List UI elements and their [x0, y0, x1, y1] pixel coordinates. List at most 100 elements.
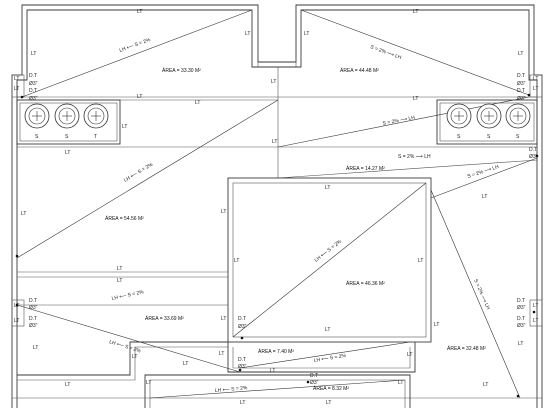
lt-label: LT [240, 400, 245, 406]
drain-label: Ø3" [29, 81, 38, 87]
drain-point [532, 310, 536, 314]
fan-label: T [94, 134, 97, 140]
drain-label: LT [533, 303, 538, 309]
lt-label: LT [122, 124, 127, 130]
lt-label: LT [65, 382, 70, 388]
drain-label: Ø3" [517, 305, 526, 311]
drain-label: D.T [29, 73, 37, 79]
slope-label: LH ⟵ S = 2% [314, 238, 344, 263]
lt-label: LT [325, 185, 330, 191]
lt-label: LT [325, 327, 330, 333]
drain-labels: D.T Ø3" D.T Ø3" D.T Ø3" D.T Ø3" D.T Ø3" … [14, 73, 538, 386]
lt-label: LT [413, 96, 418, 102]
slope-label: LH ⟵ S = 2% [215, 385, 249, 394]
drain-label: Ø3" [517, 323, 526, 329]
lt-labels: LT LT LT LT LT LT LT LT LT LT LT LT LT L… [21, 9, 523, 406]
slope-label: S = 2% ⟶ LH [398, 154, 431, 160]
slope-labels: LH ⟵ S = 2% S = 2% ⟶ LH S = 2% ⟶ LH S = … [108, 37, 500, 394]
lt-label: LT [270, 368, 275, 374]
lt-label: LT [221, 209, 226, 215]
drain-label: D.T [29, 298, 37, 304]
lt-label: LT [407, 352, 412, 358]
drain-point [15, 254, 19, 258]
vent-fan-icon [505, 103, 531, 129]
vent-fans-left [24, 103, 109, 129]
drain-label: D.T [238, 316, 246, 322]
drain-label: D.T [517, 316, 525, 322]
drain-point [240, 336, 244, 340]
area-label: ÁREA = 33.30 M² [162, 67, 201, 74]
drain-label: D.T [529, 147, 537, 153]
area-label: ÁREA = 8.32 M² [313, 385, 349, 392]
drain-point [527, 93, 531, 97]
drain-label: LT [14, 76, 19, 82]
roof-drains [15, 93, 539, 398]
drain-label: Ø3" [238, 364, 247, 370]
drain-label: D.T [29, 88, 37, 94]
slope-label: LH ⟵ S = 2% [111, 289, 145, 302]
lt-label: LT [304, 31, 309, 37]
lt-label: LT [482, 194, 487, 200]
drain-label: Ø3" [238, 324, 247, 330]
vent-fan-icon [476, 103, 502, 129]
drain-label: D.T [29, 316, 37, 322]
lt-label: LT [221, 316, 226, 322]
vent-fan-icon [54, 103, 80, 129]
slope-lines [16, 9, 538, 399]
drain-label: D.T [517, 298, 525, 304]
drain-label: Ø3" [529, 154, 538, 160]
drain-point [15, 303, 19, 307]
lt-label: LT [137, 94, 142, 100]
lt-label: LT [146, 380, 151, 386]
drain-label: LT [533, 86, 538, 92]
slope-label: LH ⟵ S = 2% [119, 37, 152, 54]
drain-label: LT [14, 303, 19, 309]
lt-label: LT [117, 266, 122, 272]
slope-label: S = 2% ⟶ LH [472, 278, 491, 311]
slope-label: S = 2% ⟶ LH [382, 115, 416, 127]
lt-label: LT [326, 400, 331, 406]
drain-label: D.T [310, 373, 318, 379]
lt-label: LT [398, 380, 403, 386]
slope-label: LH ⟵ S = 2% [123, 161, 155, 183]
lt-label: LT [518, 51, 523, 57]
lt-label: LT [272, 139, 277, 145]
area-labels: ÁREA = 33.30 M² ÁREA = 44.48 M² ÁREA = 1… [105, 67, 486, 392]
fan-label: S [65, 134, 69, 140]
drain-point [516, 394, 520, 398]
fan-label: S [457, 134, 461, 140]
drain-label: D.T [238, 357, 246, 363]
drain-label: Ø3" [29, 323, 38, 329]
fan-label: S [487, 134, 491, 140]
area-label: ÁREA = 14.27 M² [346, 165, 385, 172]
lt-label: LT [117, 278, 122, 284]
drain-label: Ø3" [517, 96, 526, 102]
vent-fan-icon [446, 103, 472, 129]
slope-label: LH ⟵ S = 2% [313, 353, 347, 364]
drain-label: LT [533, 76, 538, 82]
lt-label: LT [234, 258, 239, 264]
lt-label: LT [137, 9, 142, 15]
lt-label: LT [183, 361, 188, 367]
wall-outline [11, 4, 543, 408]
drain-label: LT [14, 86, 19, 92]
drain-point [535, 154, 539, 158]
lt-label: LT [434, 322, 439, 328]
fan-labels: S S T S S S [35, 134, 520, 140]
drain-label: LT [533, 318, 538, 324]
drain-label: LT [14, 318, 19, 324]
lt-label: LT [132, 354, 137, 360]
lt-label: LT [195, 100, 200, 106]
drain-label: D.T [517, 73, 525, 79]
drain-label: Ø3" [517, 81, 526, 87]
area-label: ÁREA = 54.56 M² [105, 215, 144, 222]
lt-label: LT [271, 79, 276, 85]
lt-label: LT [33, 345, 38, 351]
slope-label: S = 2% ⟶ LH [467, 164, 500, 180]
area-label: ÁREA = 44.48 M² [340, 67, 379, 74]
vent-fan-icon [24, 103, 50, 129]
lt-label: LT [245, 31, 250, 37]
drain-label: D.T [517, 88, 525, 94]
area-label: ÁREA = 7.40 M² [258, 348, 294, 355]
